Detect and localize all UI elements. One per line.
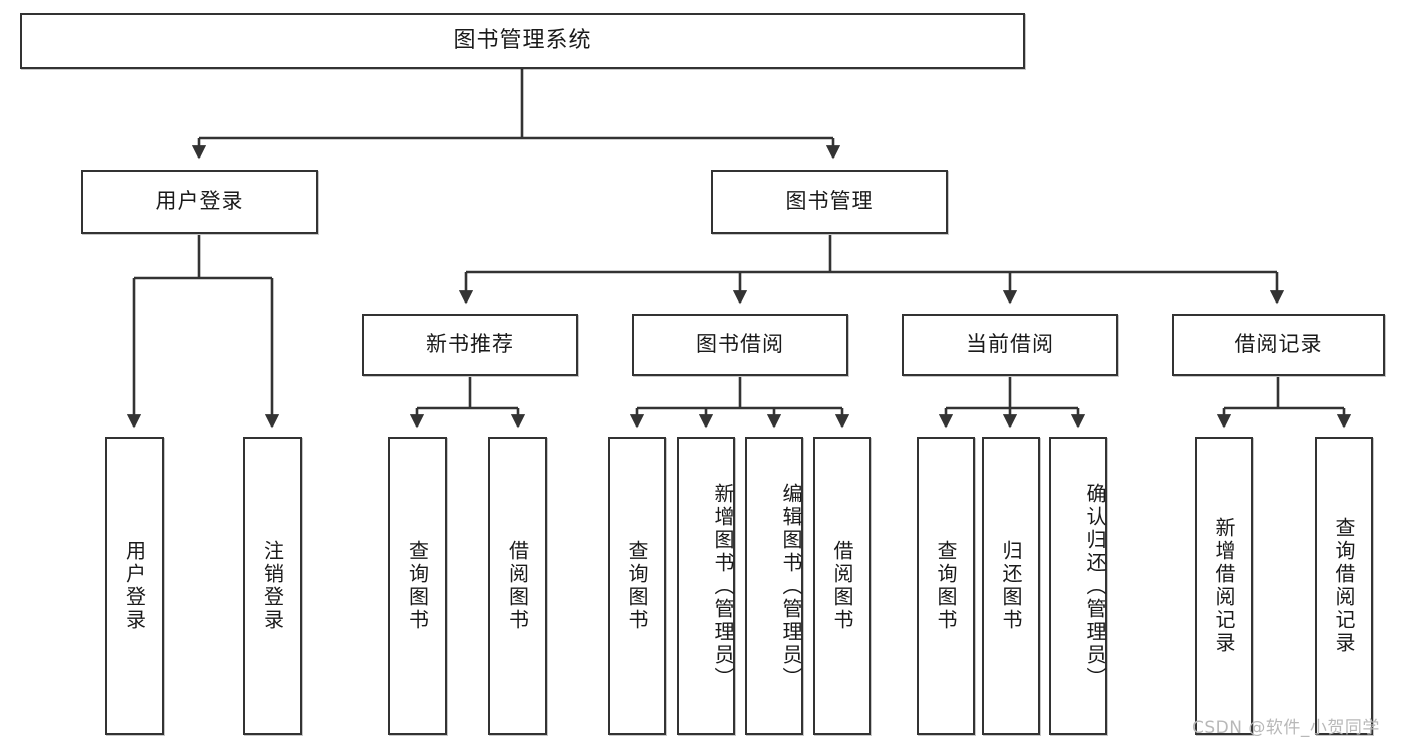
node-current-borrow[interactable]: 当前借阅	[902, 314, 1118, 376]
leaf-return-book[interactable]: 归还图书	[982, 437, 1040, 735]
leaf-add-borrow-record[interactable]: 新增借阅记录	[1195, 437, 1253, 735]
leaf-confirm-return-admin[interactable]: 确认归还（管理员）	[1049, 437, 1107, 735]
node-borrow-record[interactable]: 借阅记录	[1172, 314, 1385, 376]
node-root-system[interactable]: 图书管理系统	[20, 13, 1025, 69]
leaf-add-book-admin[interactable]: 新增图书（管理员）	[677, 437, 735, 735]
csdn-watermark: CSDN @软件_小贺同学	[1192, 718, 1380, 738]
leaf-query-book-borrow[interactable]: 查询图书	[608, 437, 666, 735]
leaf-query-book-recommend[interactable]: 查询图书	[388, 437, 447, 735]
node-book-borrow[interactable]: 图书借阅	[632, 314, 848, 376]
node-new-book-recommend[interactable]: 新书推荐	[362, 314, 578, 376]
leaf-borrow-book-recommend[interactable]: 借阅图书	[488, 437, 547, 735]
leaf-logout-login[interactable]: 注销登录	[243, 437, 302, 735]
leaf-edit-book-admin[interactable]: 编辑图书（管理员）	[745, 437, 803, 735]
leaf-query-borrow-record[interactable]: 查询借阅记录	[1315, 437, 1373, 735]
node-user-login[interactable]: 用户登录	[81, 170, 318, 234]
leaf-borrow-book-borrow[interactable]: 借阅图书	[813, 437, 871, 735]
leaf-query-book-current[interactable]: 查询图书	[917, 437, 975, 735]
leaf-user-login[interactable]: 用户登录	[105, 437, 164, 735]
node-book-management[interactable]: 图书管理	[711, 170, 948, 234]
